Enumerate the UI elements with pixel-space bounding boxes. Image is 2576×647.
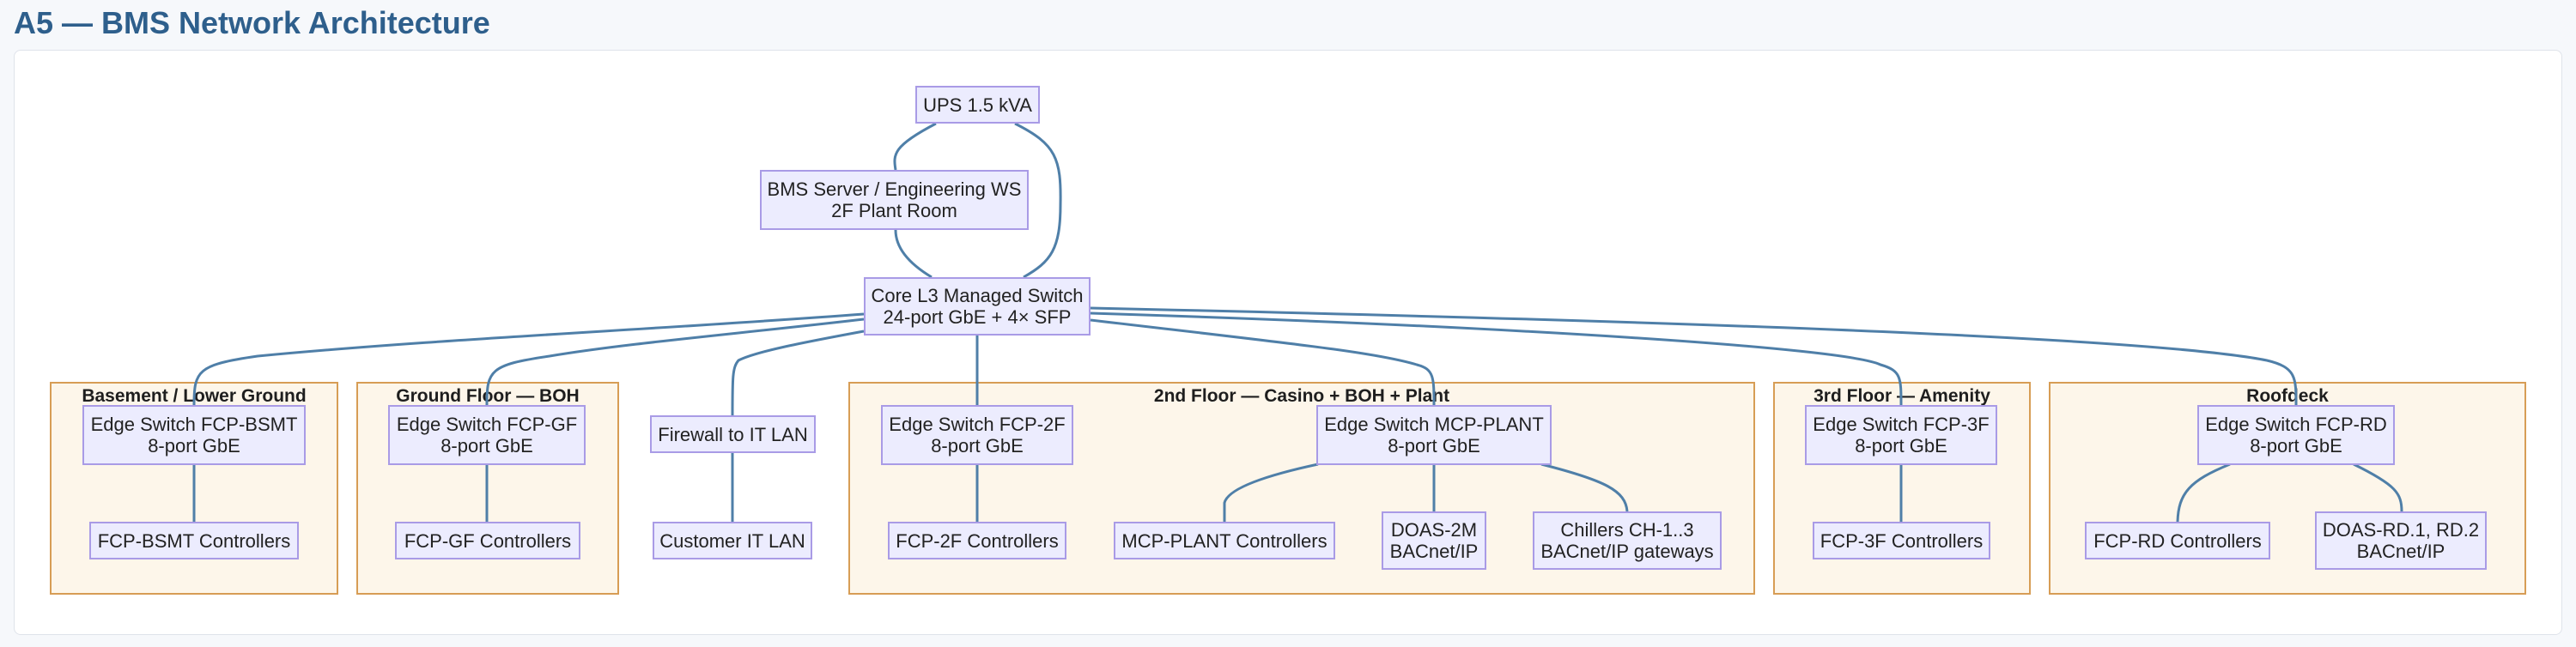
edge-switch-3f-label-line1: Edge Switch FCP-3F xyxy=(1813,414,1990,435)
group-title-2nd-floor: 2nd Floor — Casino + BOH + Plant xyxy=(1153,386,1450,406)
core-switch-node[interactable]: Core L3 Managed Switch 24-port GbE + 4× … xyxy=(864,277,1091,336)
edge-switch-gf-label-line2: 8-port GbE xyxy=(440,435,533,457)
ups-label: UPS 1.5 kVA xyxy=(923,94,1032,116)
chillers-label-line2: BACnet/IP gateways xyxy=(1540,541,1714,562)
chillers-node[interactable]: Chillers CH-1..3 BACnet/IP gateways xyxy=(1533,511,1722,570)
bms-server-node[interactable]: BMS Server / Engineering WS 2F Plant Roo… xyxy=(760,170,1029,230)
edge-server-core xyxy=(894,229,933,279)
plant-controllers-node[interactable]: MCP-PLANT Controllers xyxy=(1114,522,1335,559)
gf-controllers-label: FCP-GF Controllers xyxy=(404,529,572,552)
core-switch-label-line1: Core L3 Managed Switch xyxy=(871,285,1084,306)
doas-rd-label-line2: BACnet/IP xyxy=(2356,541,2445,562)
edge-core-plant xyxy=(1090,318,1436,406)
edge-core-gf xyxy=(485,317,865,406)
3f-controllers-node[interactable]: FCP-3F Controllers xyxy=(1813,522,1990,559)
edge-switch-gf-label-line1: Edge Switch FCP-GF xyxy=(396,414,578,435)
core-switch-label-line2: 24-port GbE + 4× SFP xyxy=(883,306,1072,328)
edge-switch-2f-label-line2: 8-port GbE xyxy=(931,435,1024,457)
plant-controllers-label: MCP-PLANT Controllers xyxy=(1121,529,1327,552)
3f-controllers-label: FCP-3F Controllers xyxy=(1820,529,1984,552)
doas-rd-label-line1: DOAS-RD.1, RD.2 xyxy=(2322,519,2480,541)
edge-switch-2f-label-line1: Edge Switch FCP-2F xyxy=(889,414,1066,435)
bsmt-controllers-node[interactable]: FCP-BSMT Controllers xyxy=(89,522,299,559)
edge-plant-chillers xyxy=(1540,463,1629,512)
firewall-node[interactable]: Firewall to IT LAN xyxy=(650,415,816,453)
edge-switch-bsmt-node[interactable]: Edge Switch FCP-BSMT 8-port GbE xyxy=(82,405,306,465)
bsmt-controllers-label: FCP-BSMT Controllers xyxy=(97,529,291,552)
edge-rd-controllers xyxy=(2176,463,2231,523)
rd-controllers-node[interactable]: FCP-RD Controllers xyxy=(2085,522,2270,559)
rd-controllers-label: FCP-RD Controllers xyxy=(2093,529,2262,552)
group-title-roofdeck: Roofdeck xyxy=(2246,386,2329,406)
edge-core-rd xyxy=(1090,306,2298,406)
edge-switch-plant-label-line1: Edge Switch MCP-PLANT xyxy=(1324,414,1544,435)
edge-switch-bsmt-label-line1: Edge Switch FCP-BSMT xyxy=(90,414,298,435)
edge-ups-server xyxy=(893,122,937,171)
edge-switch-2f-node[interactable]: Edge Switch FCP-2F 8-port GbE xyxy=(881,405,1073,465)
doas-2m-label-line2: BACnet/IP xyxy=(1389,541,1479,562)
bms-server-label-line2: 2F Plant Room xyxy=(831,200,957,221)
edge-switch-3f-label-line2: 8-port GbE xyxy=(1855,435,1947,457)
chillers-label-line1: Chillers CH-1..3 xyxy=(1560,519,1694,541)
2f-controllers-node[interactable]: FCP-2F Controllers xyxy=(888,522,1066,559)
edge-switch-3f-node[interactable]: Edge Switch FCP-3F 8-port GbE xyxy=(1805,405,1997,465)
edge-core-3f xyxy=(1090,311,1903,406)
edge-switch-gf-node[interactable]: Edge Switch FCP-GF 8-port GbE xyxy=(388,405,586,465)
gf-controllers-node[interactable]: FCP-GF Controllers xyxy=(395,522,580,559)
customer-it-lan-label: Customer IT LAN xyxy=(659,529,805,552)
edge-switch-rd-label-line2: 8-port GbE xyxy=(2250,435,2342,457)
doas-2m-label-line1: DOAS-2M xyxy=(1390,519,1478,541)
edge-switch-rd-label-line1: Edge Switch FCP-RD xyxy=(2205,414,2387,435)
bms-server-label-line1: BMS Server / Engineering WS xyxy=(767,178,1022,200)
2f-controllers-label: FCP-2F Controllers xyxy=(896,529,1059,552)
ups-node[interactable]: UPS 1.5 kVA xyxy=(915,86,1040,124)
edge-ups-core xyxy=(1014,122,1062,279)
edge-switch-plant-node[interactable]: Edge Switch MCP-PLANT 8-port GbE xyxy=(1316,405,1552,465)
edge-switch-plant-label-line2: 8-port GbE xyxy=(1388,435,1480,457)
edge-plant-controllers xyxy=(1223,463,1319,522)
doas-rd-node[interactable]: DOAS-RD.1, RD.2 BACnet/IP xyxy=(2315,511,2487,570)
doas-2m-node[interactable]: DOAS-2M BACnet/IP xyxy=(1382,511,1486,570)
edge-switch-rd-node[interactable]: Edge Switch FCP-RD 8-port GbE xyxy=(2197,405,2395,465)
edge-core-firewall xyxy=(731,330,865,416)
edge-rd-doasrd xyxy=(2353,463,2403,512)
edge-switch-bsmt-label-line2: 8-port GbE xyxy=(148,435,240,457)
page-title: A5 — BMS Network Architecture xyxy=(14,5,490,40)
firewall-label: Firewall to IT LAN xyxy=(658,423,808,445)
edge-core-bsmt xyxy=(192,312,865,406)
customer-it-lan-node[interactable]: Customer IT LAN xyxy=(653,522,812,559)
